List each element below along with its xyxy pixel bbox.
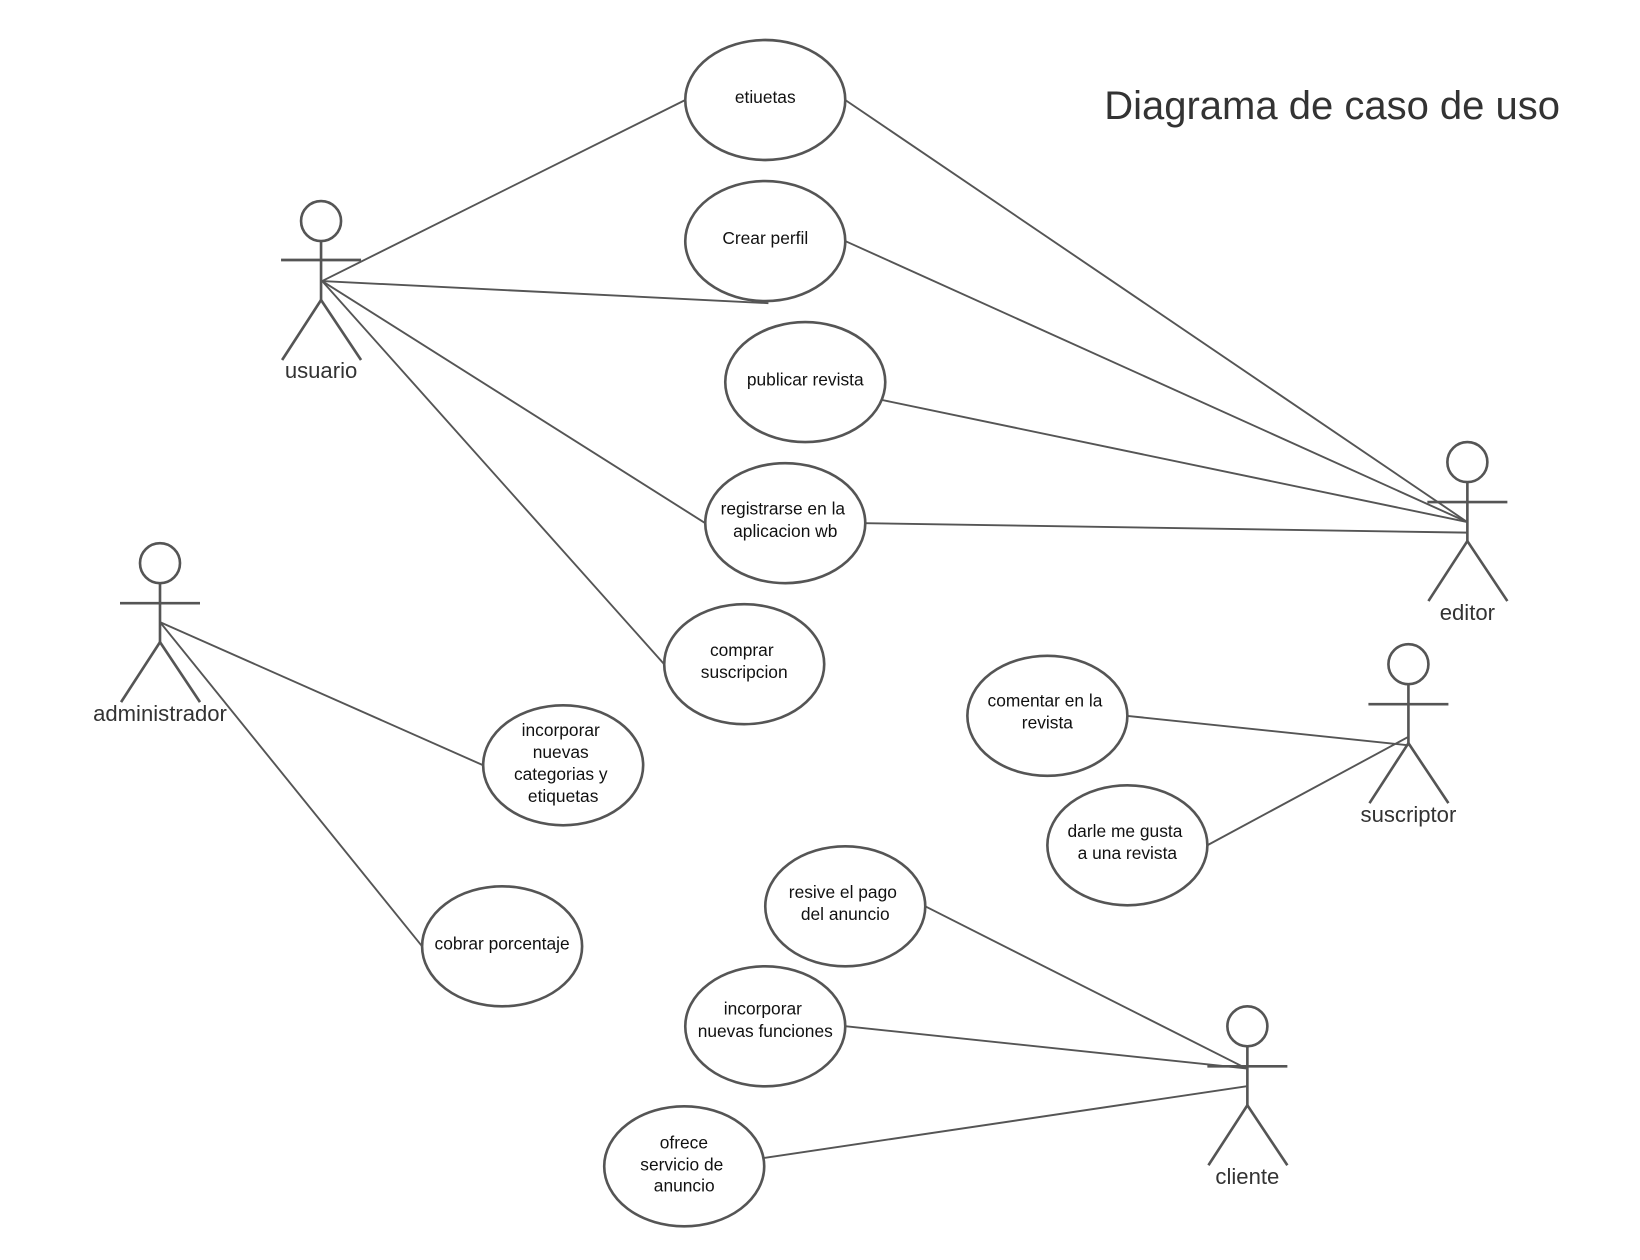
use-case-etiuetas: etiuetas (683, 38, 847, 162)
use-case-comprar-suscripcion: comprar suscripcion (662, 602, 826, 726)
assoc-usuario-registrarse (321, 280, 706, 524)
use-case-incorporar-categorias: incorporar nuevas categorias y etiquetas (481, 703, 645, 827)
uc-label-line: Crear perfil (722, 228, 808, 248)
use-case-crear-perfil: Crear perfil (683, 179, 847, 303)
actor-label-administrador: administrador (93, 701, 227, 726)
uc-label-line: servicio de (640, 1155, 723, 1175)
uc-label-line: suscripcion (701, 662, 788, 682)
uc-label-line: etiquetas (528, 786, 599, 806)
uc-label-line: resive el pago (789, 882, 897, 902)
assoc-usuario-crear-perfil (322, 280, 769, 305)
actor-label-editor: editor (1440, 600, 1495, 625)
use-case-resive-pago: resive el pago del anuncio (763, 845, 927, 968)
uc-label-line: categorias y (514, 764, 608, 784)
uc-label-line: publicar revista (747, 369, 864, 389)
use-case-publicar-revista: publicar revista (723, 320, 887, 444)
use-case-comentar-revista: comentar en la revista (966, 654, 1129, 778)
assoc-admin-categorias (159, 621, 484, 767)
svg-text:publicar revista: publicar revista (747, 369, 864, 389)
actor-label-cliente: cliente (1215, 1164, 1279, 1189)
assoc-cliente-servicio (764, 1085, 1247, 1159)
assoc-usuario-etiuetas (321, 99, 686, 282)
svg-text:etiuetas: etiuetas (735, 87, 796, 107)
svg-text:comprar suscripcion: comprar suscripcion (701, 640, 788, 682)
svg-text:cobrar porcentaje: cobrar porcentaje (435, 933, 570, 953)
uc-label-line: del anuncio (801, 904, 890, 924)
assoc-editor-publicar (881, 399, 1468, 524)
svg-text:comentar en la revista: comentar en la revista (988, 690, 1108, 732)
actor-editor: editor (1427, 440, 1509, 625)
assoc-cliente-funciones (846, 1025, 1247, 1070)
uc-label-line: aplicacion wb (733, 521, 837, 541)
actor-label-suscriptor: suscriptor (1361, 802, 1457, 827)
assoc-editor-crear-perfil (844, 240, 1468, 523)
associations (159, 99, 1468, 1159)
uc-label-line: etiuetas (735, 87, 796, 107)
use-case-cobrar-porcentaje: cobrar porcentaje (420, 885, 584, 1008)
svg-text:incorporar nuevas: incorporar nuevas categorias y etiquetas (514, 720, 612, 806)
actor-usuario: usuario (281, 199, 363, 383)
uc-label-line: incorporar (522, 720, 600, 740)
actor-administrador: administrador (93, 541, 227, 726)
actor-suscriptor: suscriptor (1361, 642, 1457, 827)
svg-text:registrarse en la aplica: registrarse en la aplicacion wb (721, 499, 850, 541)
uc-label-line: cobrar porcentaje (435, 933, 570, 953)
svg-text:Crear perfil: Crear perfil (722, 228, 808, 248)
uc-label-line: anuncio (654, 1176, 715, 1196)
assoc-editor-registrarse (865, 522, 1468, 534)
actor-cliente: cliente (1207, 1005, 1289, 1189)
uc-label-line: revista (1022, 712, 1073, 732)
svg-text:resive el pago del anun: resive el pago del anuncio (789, 882, 902, 924)
svg-text:incorporar nuevas funcio: incorporar nuevas funciones (698, 999, 833, 1041)
use-case-darle-me-gusta: darle me gusta a una revista (1046, 783, 1209, 907)
uc-label-line: comentar en la (988, 690, 1103, 710)
assoc-suscriptor-comentar (1126, 714, 1409, 747)
assoc-usuario-comprar (321, 280, 665, 665)
svg-text:ofrece servicio de: ofrece servicio de anuncio (640, 1132, 728, 1195)
uc-label-line: registrarse en la (721, 499, 846, 519)
use-case-registrarse: registrarse en la aplicacion wb (703, 461, 867, 585)
uc-label-line: nuevas funciones (698, 1021, 833, 1041)
diagram-title: Diagrama de caso de uso (1104, 84, 1560, 128)
actor-label-usuario: usuario (285, 358, 357, 383)
assoc-suscriptor-megusta (1206, 736, 1409, 847)
uc-label-line: a una revista (1078, 843, 1178, 863)
assoc-cliente-pago (924, 905, 1247, 1070)
use-case-incorporar-funciones: incorporar nuevas funciones (683, 965, 847, 1088)
svg-text:darle me gusta a una rev: darle me gusta a una revista (1068, 821, 1188, 863)
use-case-ofrece-servicio: ofrece servicio de anuncio (602, 1105, 766, 1228)
assoc-admin-cobrar (159, 621, 423, 947)
uc-label-line: nuevas (533, 742, 589, 762)
uc-label-line: incorporar (724, 999, 802, 1019)
assoc-editor-etiuetas (844, 99, 1468, 523)
uc-label-line: comprar (710, 640, 774, 660)
uc-label-line: ofrece (660, 1132, 708, 1152)
uc-label-line: darle me gusta (1068, 821, 1183, 841)
